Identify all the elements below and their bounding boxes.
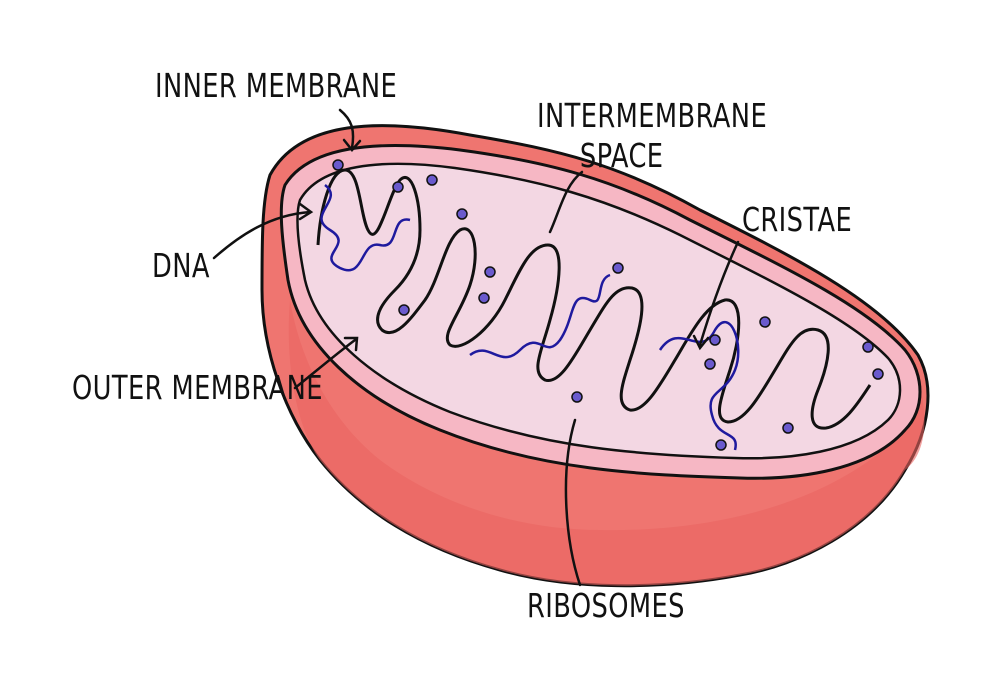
matrix-region <box>296 162 902 460</box>
pointer-arrowheads <box>298 138 710 352</box>
dna-strand-left <box>320 184 411 272</box>
ribosome <box>398 304 410 316</box>
ribosome <box>872 368 884 380</box>
ribosome <box>426 174 438 186</box>
dna-strand-middle <box>469 273 611 359</box>
ribosome <box>612 262 624 274</box>
pointer-inner-membrane <box>338 108 355 150</box>
pointer-lines <box>212 108 740 587</box>
ribosome <box>862 341 874 353</box>
label-dna: DNA <box>152 246 210 285</box>
ribosome <box>782 422 794 434</box>
ribosome <box>456 208 468 220</box>
ribosome <box>332 159 344 171</box>
label-inner-membrane: INNER MEMBRANE <box>155 66 398 105</box>
ribosome <box>709 334 721 346</box>
arrowhead-icon <box>343 336 359 352</box>
pointer-outer-membrane <box>293 338 357 390</box>
arrowhead-icon <box>342 138 362 152</box>
ribosomes-group <box>332 159 884 451</box>
ribosome <box>484 266 496 278</box>
outer-membrane-side <box>288 300 925 586</box>
ribosome <box>392 181 404 193</box>
pointer-dna <box>212 210 312 260</box>
arrowhead-icon <box>298 202 314 221</box>
pointer-ribosomes <box>564 418 582 587</box>
ribosome <box>571 391 583 403</box>
ribosome <box>715 439 727 451</box>
label-intermembrane-space: INTERMEMBRANE SPACE <box>537 96 768 175</box>
arrowhead-icon <box>692 334 710 351</box>
cristae-folds <box>316 168 872 430</box>
ribosome <box>704 358 716 370</box>
label-ribosomes: RIBOSOMES <box>527 586 685 625</box>
ribosome <box>759 316 771 328</box>
pointer-cristae <box>698 240 740 347</box>
label-outer-membrane: OUTER MEMBRANE <box>72 368 323 407</box>
pointer-intermembrane-space <box>548 170 584 234</box>
label-cristae: CRISTAE <box>742 200 853 239</box>
ribosome <box>478 292 490 304</box>
